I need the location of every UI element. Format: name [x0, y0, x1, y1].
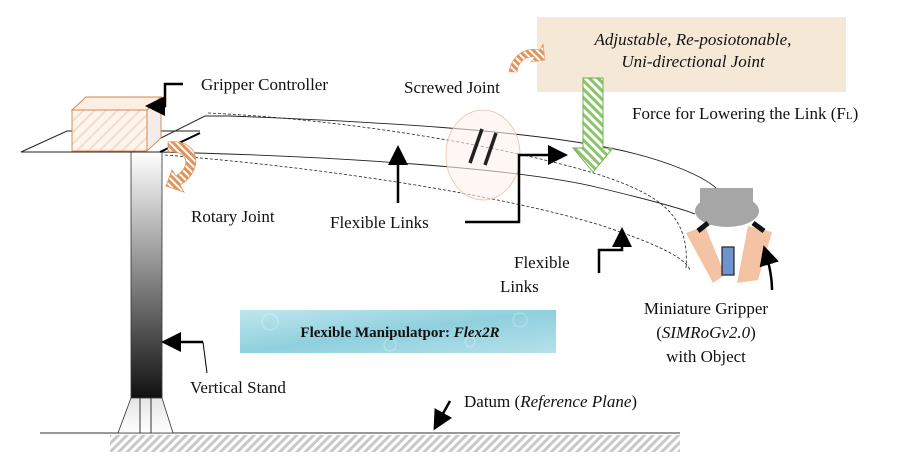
vertical-stand-label: Vertical Stand [190, 378, 286, 397]
flexible-link-upper [229, 115, 717, 189]
force-arrow-icon [572, 77, 614, 173]
gripper-controller-pointer-arrow [145, 82, 183, 116]
gripper-label-line2: (SIMRoGv2.0) [656, 323, 756, 342]
object [721, 246, 735, 276]
manipulator-title: Flexible Manipulatpor: Flex2R [300, 325, 499, 341]
datum-pointer-arrow [433, 400, 453, 431]
screw-bar [468, 128, 484, 164]
flexible-links-label-1: Flexible Links [330, 213, 429, 232]
gripper-label-line1: Miniature Gripper [644, 299, 768, 318]
datum-label: Datum (Reference Plane) [464, 392, 637, 411]
screwed-joint-label: Screwed Joint [404, 78, 500, 97]
joint-curved-arrow-icon [508, 42, 546, 73]
vertical-stand [130, 151, 163, 399]
gripper-controller-label: Gripper Controller [201, 75, 328, 94]
flexible-link-lower [159, 151, 696, 215]
flexible-links-label-2-line1: Flexible [514, 253, 570, 272]
gripper-pointer-arrow [759, 245, 779, 291]
force-label: Force for Lowering the Link (FL) [632, 104, 858, 123]
miniature-gripper [686, 188, 772, 283]
flexible-links-pointer-arrow-3 [597, 227, 632, 273]
flexible-links-label-2-line2: Links [500, 277, 539, 296]
flexible-link-lower-deflected-dashed [207, 112, 687, 269]
screw-bar [483, 132, 498, 166]
rotary-joint-arrow-icon [165, 141, 197, 193]
joint-box-line2: Uni-directional Joint [621, 52, 766, 71]
title-box [240, 310, 556, 353]
title-box-texture [261, 312, 528, 352]
joint-box-line1: Adjustable, Re-posiotonable, [594, 30, 792, 49]
gripper-label-line3: with Object [666, 347, 746, 366]
rotary-joint-label: Rotary Joint [191, 207, 275, 226]
flexible-links-pointer-arrow-2 [465, 145, 568, 224]
screwed-joint [445, 109, 521, 201]
reference-plane-hatch [110, 435, 680, 452]
vertical-stand-pointer-line [202, 341, 208, 374]
stand-base [117, 397, 174, 434]
flexible-link-deflected-dashed [164, 154, 691, 271]
gripper-controller-box [70, 95, 163, 153]
